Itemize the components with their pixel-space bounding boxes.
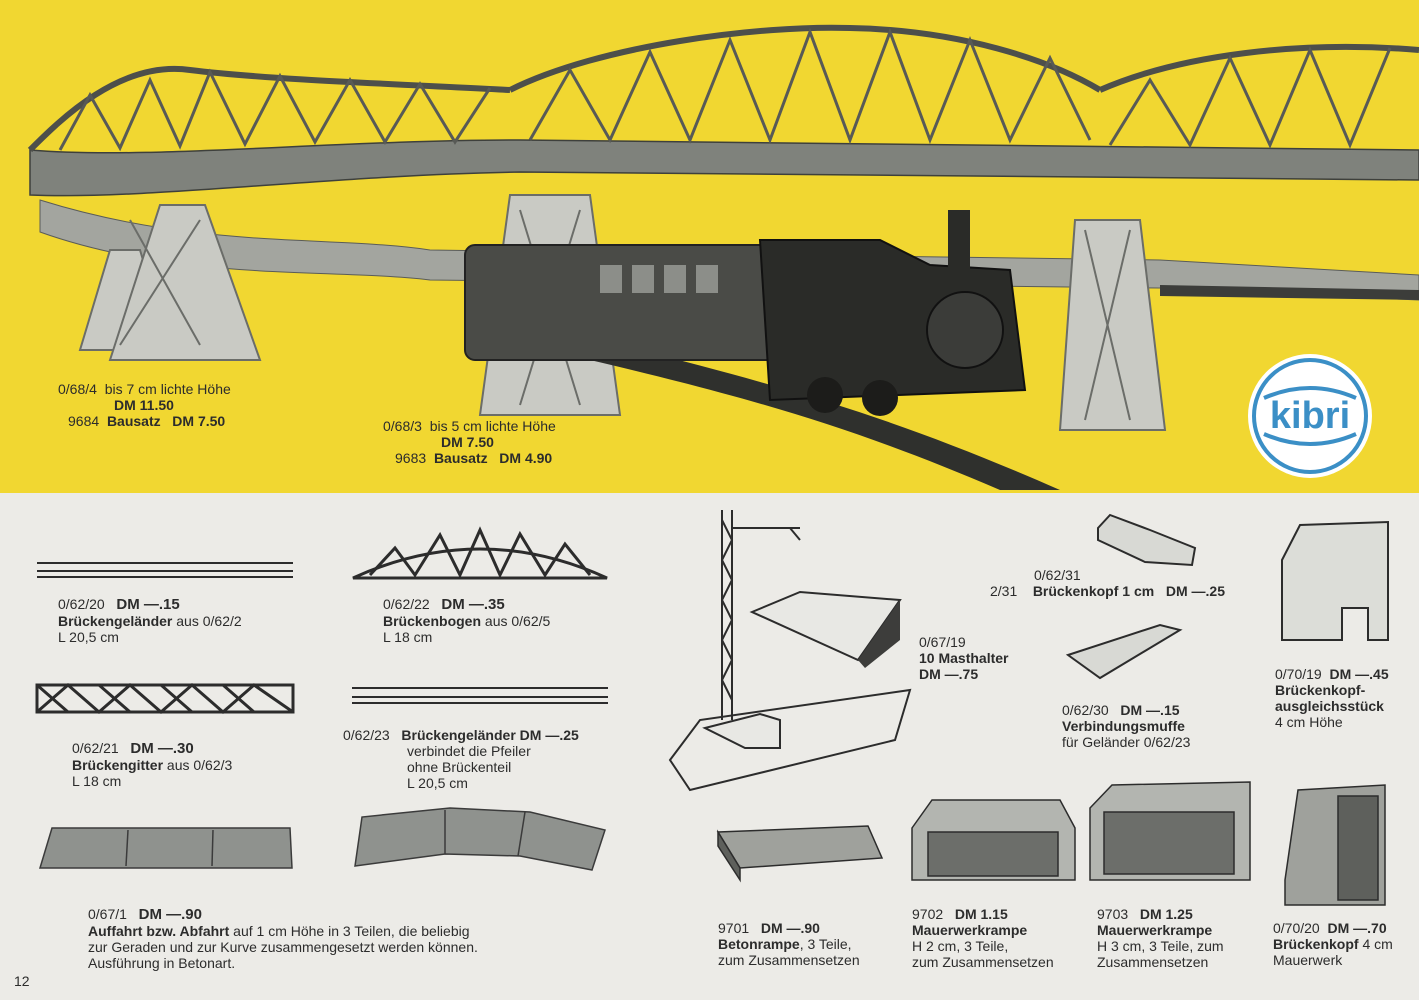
caption-06719: 0/67/19 10 Masthalter DM —.75 (919, 634, 1009, 682)
caption-06221: 0/62/21 DM —.30 Brückengitter aus 0/62/3… (72, 740, 233, 789)
caption-0684: 0/68/4 bis 7 cm lichte Höhe DM 11.50 968… (58, 381, 231, 429)
caption-07020: 0/70/20 DM —.70 Brückenkopf 4 cm Mauerwe… (1273, 920, 1393, 968)
caption-06222: 0/62/22 DM —.35 Brückenbogen aus 0/62/5 … (383, 596, 551, 645)
bridge-train-illustration (27, 24, 1419, 490)
caption-06223: 0/62/23 Brückengeländer DM —.25 verbinde… (343, 727, 579, 791)
caption-06220: 0/62/20 DM —.15 Brückengeländer aus 0/62… (58, 596, 242, 645)
kibri-logo: kibri (1248, 354, 1372, 478)
page-number: 12 (14, 973, 30, 989)
hero-photo-panel: 0/68/4 bis 7 cm lichte Höhe DM 11.50 968… (0, 0, 1419, 493)
caption-9703: 9703 DM 1.25 Mauerwerkrampe H 3 cm, 3 Te… (1097, 906, 1224, 970)
caption-06230: 0/62/30 DM —.15 Verbindungsmuffe für Gel… (1062, 702, 1191, 750)
caption-9701: 9701 DM —.90 Betonrampe, 3 Teile, zum Zu… (718, 920, 860, 968)
caption-0683: 0/68/3 bis 5 cm lichte Höhe DM 7.50 9683… (383, 418, 556, 466)
caption-06231: 0/62/31 2/31 Brückenkopf 1 cm DM —.25 (990, 567, 1225, 599)
svg-text:kibri: kibri (1270, 395, 1350, 437)
caption-07019: 0/70/19 DM —.45 Brückenkopf- ausgleichss… (1275, 666, 1389, 730)
caption-9702: 9702 DM 1.15 Mauerwerkrampe H 2 cm, 3 Te… (912, 906, 1054, 970)
caption-0671: 0/67/1 DM —.90 Auffahrt bzw. Abfahrt auf… (88, 906, 478, 971)
